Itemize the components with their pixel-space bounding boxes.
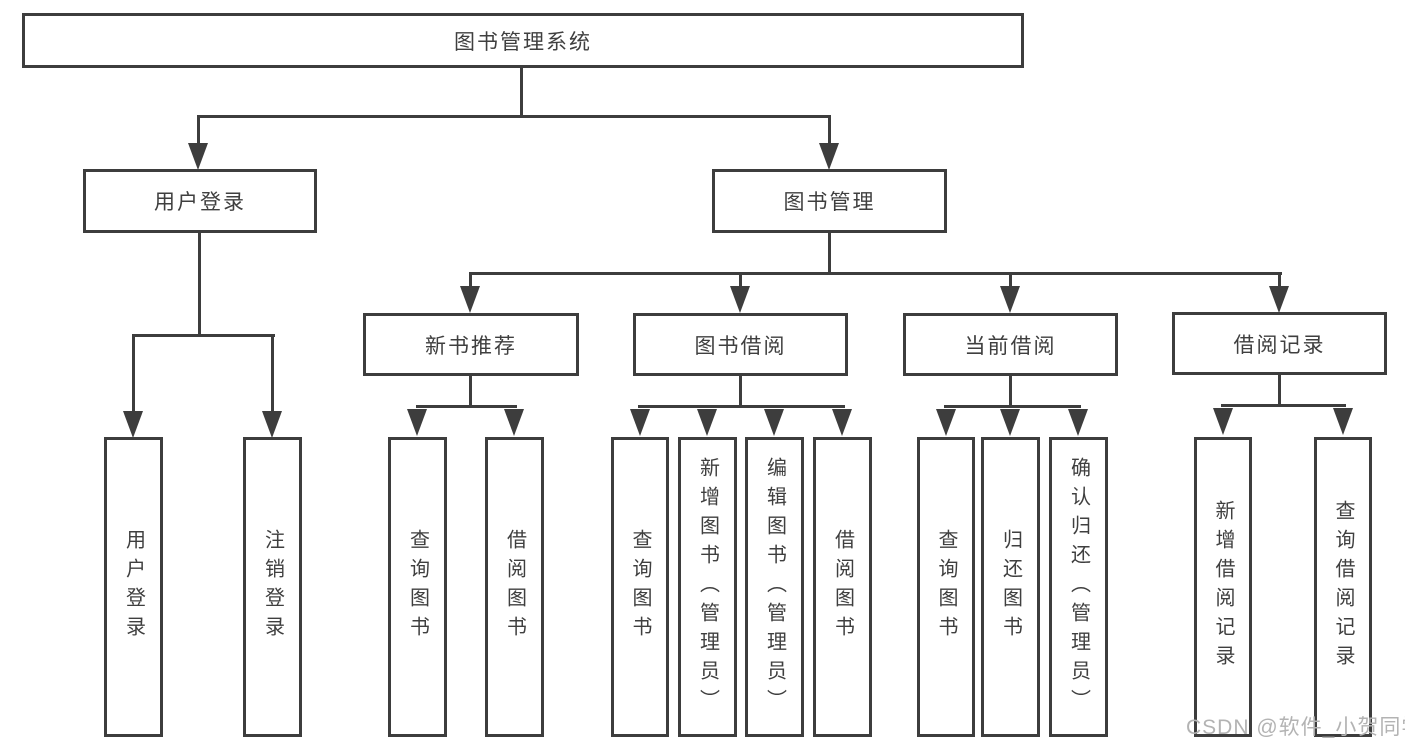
connector-to-new-book [469,272,472,286]
node-current-borrowing: 当前借阅 [903,313,1118,376]
connector-book-management-stem [828,233,831,274]
node-user-login: 用户登录 [83,169,317,233]
arrowhead-leaf-user-login-icon [123,411,143,438]
node-library-management-system: 图书管理系统 [22,13,1024,68]
connector-borrowing-records-stem [1278,375,1281,406]
leaf-cb-query-books: 查询图书 [917,437,975,737]
arrowhead-br-query-icon [1333,408,1353,435]
csdn-watermark: CSDN @软件_小贺同学 [1186,716,1405,739]
connector-to-book-borrowing [739,272,742,286]
arrowhead-new-book-icon [460,286,480,313]
connector-new-book-branch [416,405,517,408]
connector-root-stem [520,68,523,117]
connector-to-borrowing-records [1278,272,1281,286]
arrowhead-nb-query-icon [407,409,427,436]
arrowhead-bb-add-icon [697,409,717,436]
leaf-br-query-record: 查询借阅记录 [1314,437,1372,737]
arrowhead-bb-borrow-icon [832,409,852,436]
connector-root-branch [197,115,831,118]
connector-to-user-login [197,115,200,145]
connector-user-login-stem [198,233,201,337]
connector-to-current-borrowing [1009,272,1012,286]
arrowhead-bb-edit-icon [764,409,784,436]
leaf-nb-borrow-books: 借阅图书 [485,437,544,737]
arrowhead-nb-borrow-icon [504,409,524,436]
leaf-bb-add-books-admin: 新增图书（管理员） [678,437,737,737]
leaf-cb-confirm-return-admin: 确认归还（管理员） [1049,437,1108,737]
node-new-book-recommendation: 新书推荐 [363,313,579,376]
arrowhead-cb-return-icon [1000,409,1020,436]
connector-book-management-branch [469,272,1282,275]
leaf-bb-borrow-books: 借阅图书 [813,437,872,737]
arrowhead-current-borrowing-icon [1000,286,1020,313]
arrowhead-book-borrowing-icon [730,286,750,313]
arrowhead-leaf-logout-icon [262,411,282,438]
arrowhead-book-management-icon [819,143,839,170]
connector-book-borrowing-stem [739,376,742,407]
arrowhead-cb-query-icon [936,409,956,436]
node-book-management: 图书管理 [712,169,947,233]
leaf-br-add-record: 新增借阅记录 [1194,437,1252,737]
leaf-logout-login: 注销登录 [243,437,302,737]
connector-to-leaf-logout [271,334,274,413]
arrowhead-bb-query-icon [630,409,650,436]
leaf-bb-edit-books-admin: 编辑图书（管理员） [745,437,804,737]
leaf-bb-query-books: 查询图书 [611,437,669,737]
arrowhead-user-login-icon [188,143,208,170]
arrowhead-br-add-icon [1213,408,1233,435]
connector-current-borrowing-stem [1009,376,1012,407]
leaf-nb-query-books: 查询图书 [388,437,447,737]
node-book-borrowing: 图书借阅 [633,313,848,376]
connector-current-borrowing-branch [944,405,1081,408]
connector-to-book-management [828,115,831,145]
connector-user-login-branch [132,334,275,337]
node-borrowing-records: 借阅记录 [1172,312,1387,375]
connector-to-leaf-user-login [132,334,135,413]
connector-borrowing-records-branch [1221,404,1346,407]
arrowhead-borrowing-records-icon [1269,286,1289,313]
arrowhead-cb-confirm-icon [1068,409,1088,436]
connector-book-borrowing-branch [638,405,845,408]
leaf-user-login: 用户登录 [104,437,163,737]
leaf-cb-return-books: 归还图书 [981,437,1040,737]
connector-new-book-stem [469,376,472,407]
